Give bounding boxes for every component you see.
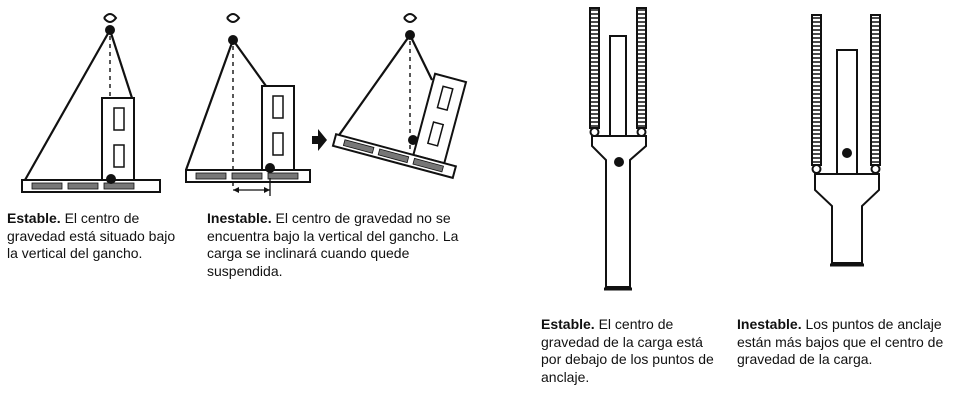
sling-lines [184, 39, 267, 171]
center-of-gravity-mark [408, 135, 418, 145]
lifting-chain-right [870, 14, 881, 174]
figure-unstable-sling [184, 13, 311, 196]
lifting-chain-right [636, 7, 647, 137]
figure-tilted-load [331, 13, 468, 180]
caption-unstable-sling: Inestable. El centro de gravedad no se e… [207, 210, 482, 280]
caption-label: Estable. [541, 316, 595, 332]
load-bracket [185, 85, 311, 183]
caption-stable-sling: Estable. El centro de gravedad está situ… [7, 210, 179, 263]
center-of-gravity-mark [614, 157, 624, 167]
figure-stable-sling [21, 13, 161, 193]
caption-unstable-frame: Inestable. Los puntos de anclaje están m… [737, 316, 975, 369]
sling-lines [24, 29, 134, 181]
caption-text: Los puntos de anclaje están más bajos qu… [737, 316, 944, 367]
caption-text: El centro de gravedad está situado bajo … [7, 210, 176, 261]
caption-stable-frame: Estable. El centro de gravedad de la car… [541, 316, 720, 386]
center-of-gravity-mark [842, 148, 852, 158]
caption-text: El centro de gravedad no se encuentra ba… [207, 210, 459, 279]
figure-unstable-frame [811, 14, 881, 267]
sling-lines [336, 34, 433, 139]
lifting-chain-left [811, 14, 822, 174]
load-frame [591, 35, 647, 291]
arrow-icon [312, 129, 327, 151]
load-frame [814, 49, 880, 267]
load-bracket [331, 72, 468, 180]
lifting-chain-left [589, 7, 600, 137]
caption-label: Inestable. [207, 210, 272, 226]
figure-stable-frame [589, 7, 647, 291]
center-of-gravity-mark [106, 174, 116, 184]
caption-label: Estable. [7, 210, 61, 226]
caption-text: El centro de gravedad de la carga está p… [541, 316, 714, 385]
load-bracket [21, 97, 161, 193]
center-of-gravity-mark [265, 163, 275, 173]
caption-label: Inestable. [737, 316, 802, 332]
offset-dimension [233, 178, 271, 196]
